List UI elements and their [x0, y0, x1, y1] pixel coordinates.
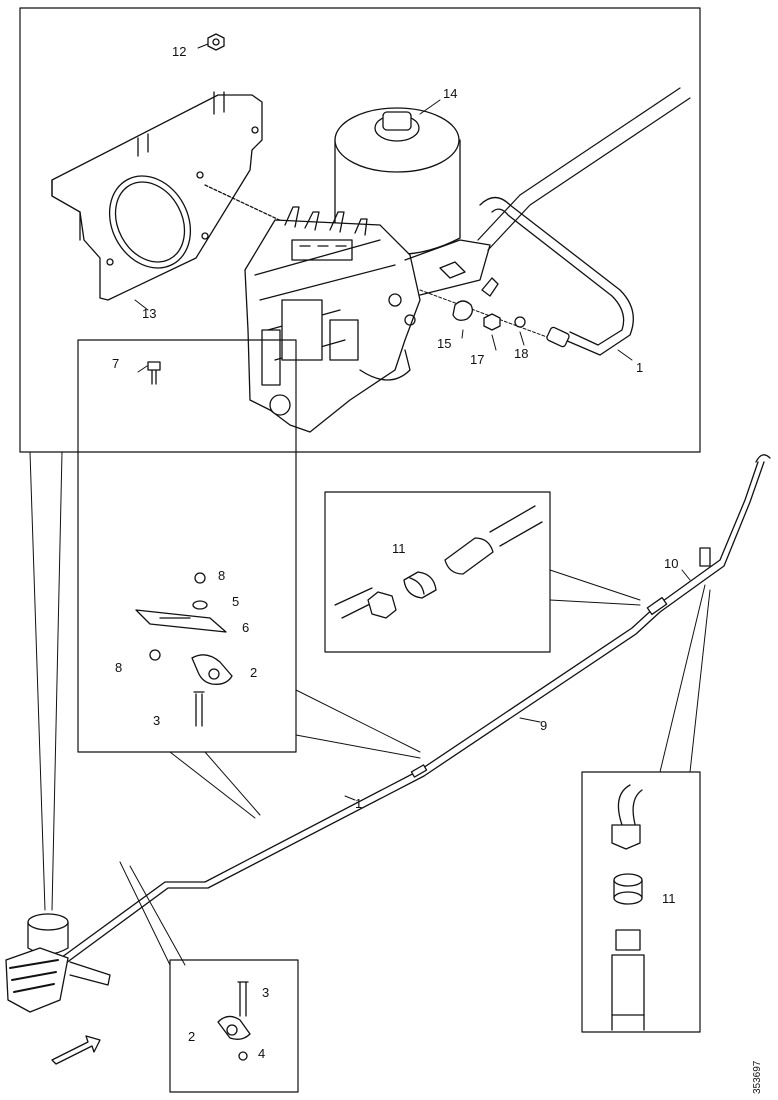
- label-6: 6: [242, 620, 249, 635]
- detail-box-clamp: [77, 339, 421, 819]
- air-dryer-assembly-small: [5, 913, 111, 1013]
- label-11-right: 11: [662, 891, 676, 906]
- fittings-15-17-18: [419, 277, 556, 351]
- label-15: 15: [437, 336, 451, 351]
- label-4: 4: [258, 1046, 265, 1061]
- label-3-bottom: 3: [262, 985, 269, 1000]
- direction-arrow-icon: [51, 1035, 101, 1065]
- label-8-upper: 8: [218, 568, 225, 583]
- pipe-1-top: [477, 87, 691, 361]
- hose-union-11: [611, 784, 645, 1031]
- detail-box-air-dryer: [19, 7, 701, 911]
- valve-block: [244, 206, 491, 433]
- label-1-main: 1: [355, 796, 362, 811]
- label-1-top: 1: [636, 360, 643, 375]
- reference-number: 353697: [752, 1060, 763, 1094]
- label-14: 14: [443, 86, 457, 101]
- main-pipe-run: [57, 454, 771, 967]
- label-12: 12: [172, 44, 186, 59]
- label-2-mid: 2: [250, 665, 257, 680]
- label-2-bottom: 2: [188, 1029, 195, 1044]
- detail-box-union: [324, 491, 641, 653]
- label-18: 18: [514, 346, 528, 361]
- nut-12: [197, 33, 225, 51]
- leader-lines: [344, 569, 691, 801]
- label-10: 10: [664, 556, 678, 571]
- label-7: 7: [112, 356, 119, 371]
- clamp-parts: [135, 361, 233, 727]
- label-3-mid: 3: [153, 713, 160, 728]
- clamp-parts-bottom: [217, 981, 251, 1061]
- detail-box-clamp-bottom: [119, 861, 299, 1093]
- label-5: 5: [232, 594, 239, 609]
- label-11-left: 11: [392, 541, 406, 556]
- label-9: 9: [540, 718, 547, 733]
- detail-box-hose-union: [581, 584, 711, 1033]
- label-8-left: 8: [115, 660, 122, 675]
- bracket-plate-13: [51, 91, 291, 311]
- label-17: 17: [470, 352, 484, 367]
- label-13: 13: [142, 306, 156, 321]
- union-fitting-11: [334, 505, 543, 619]
